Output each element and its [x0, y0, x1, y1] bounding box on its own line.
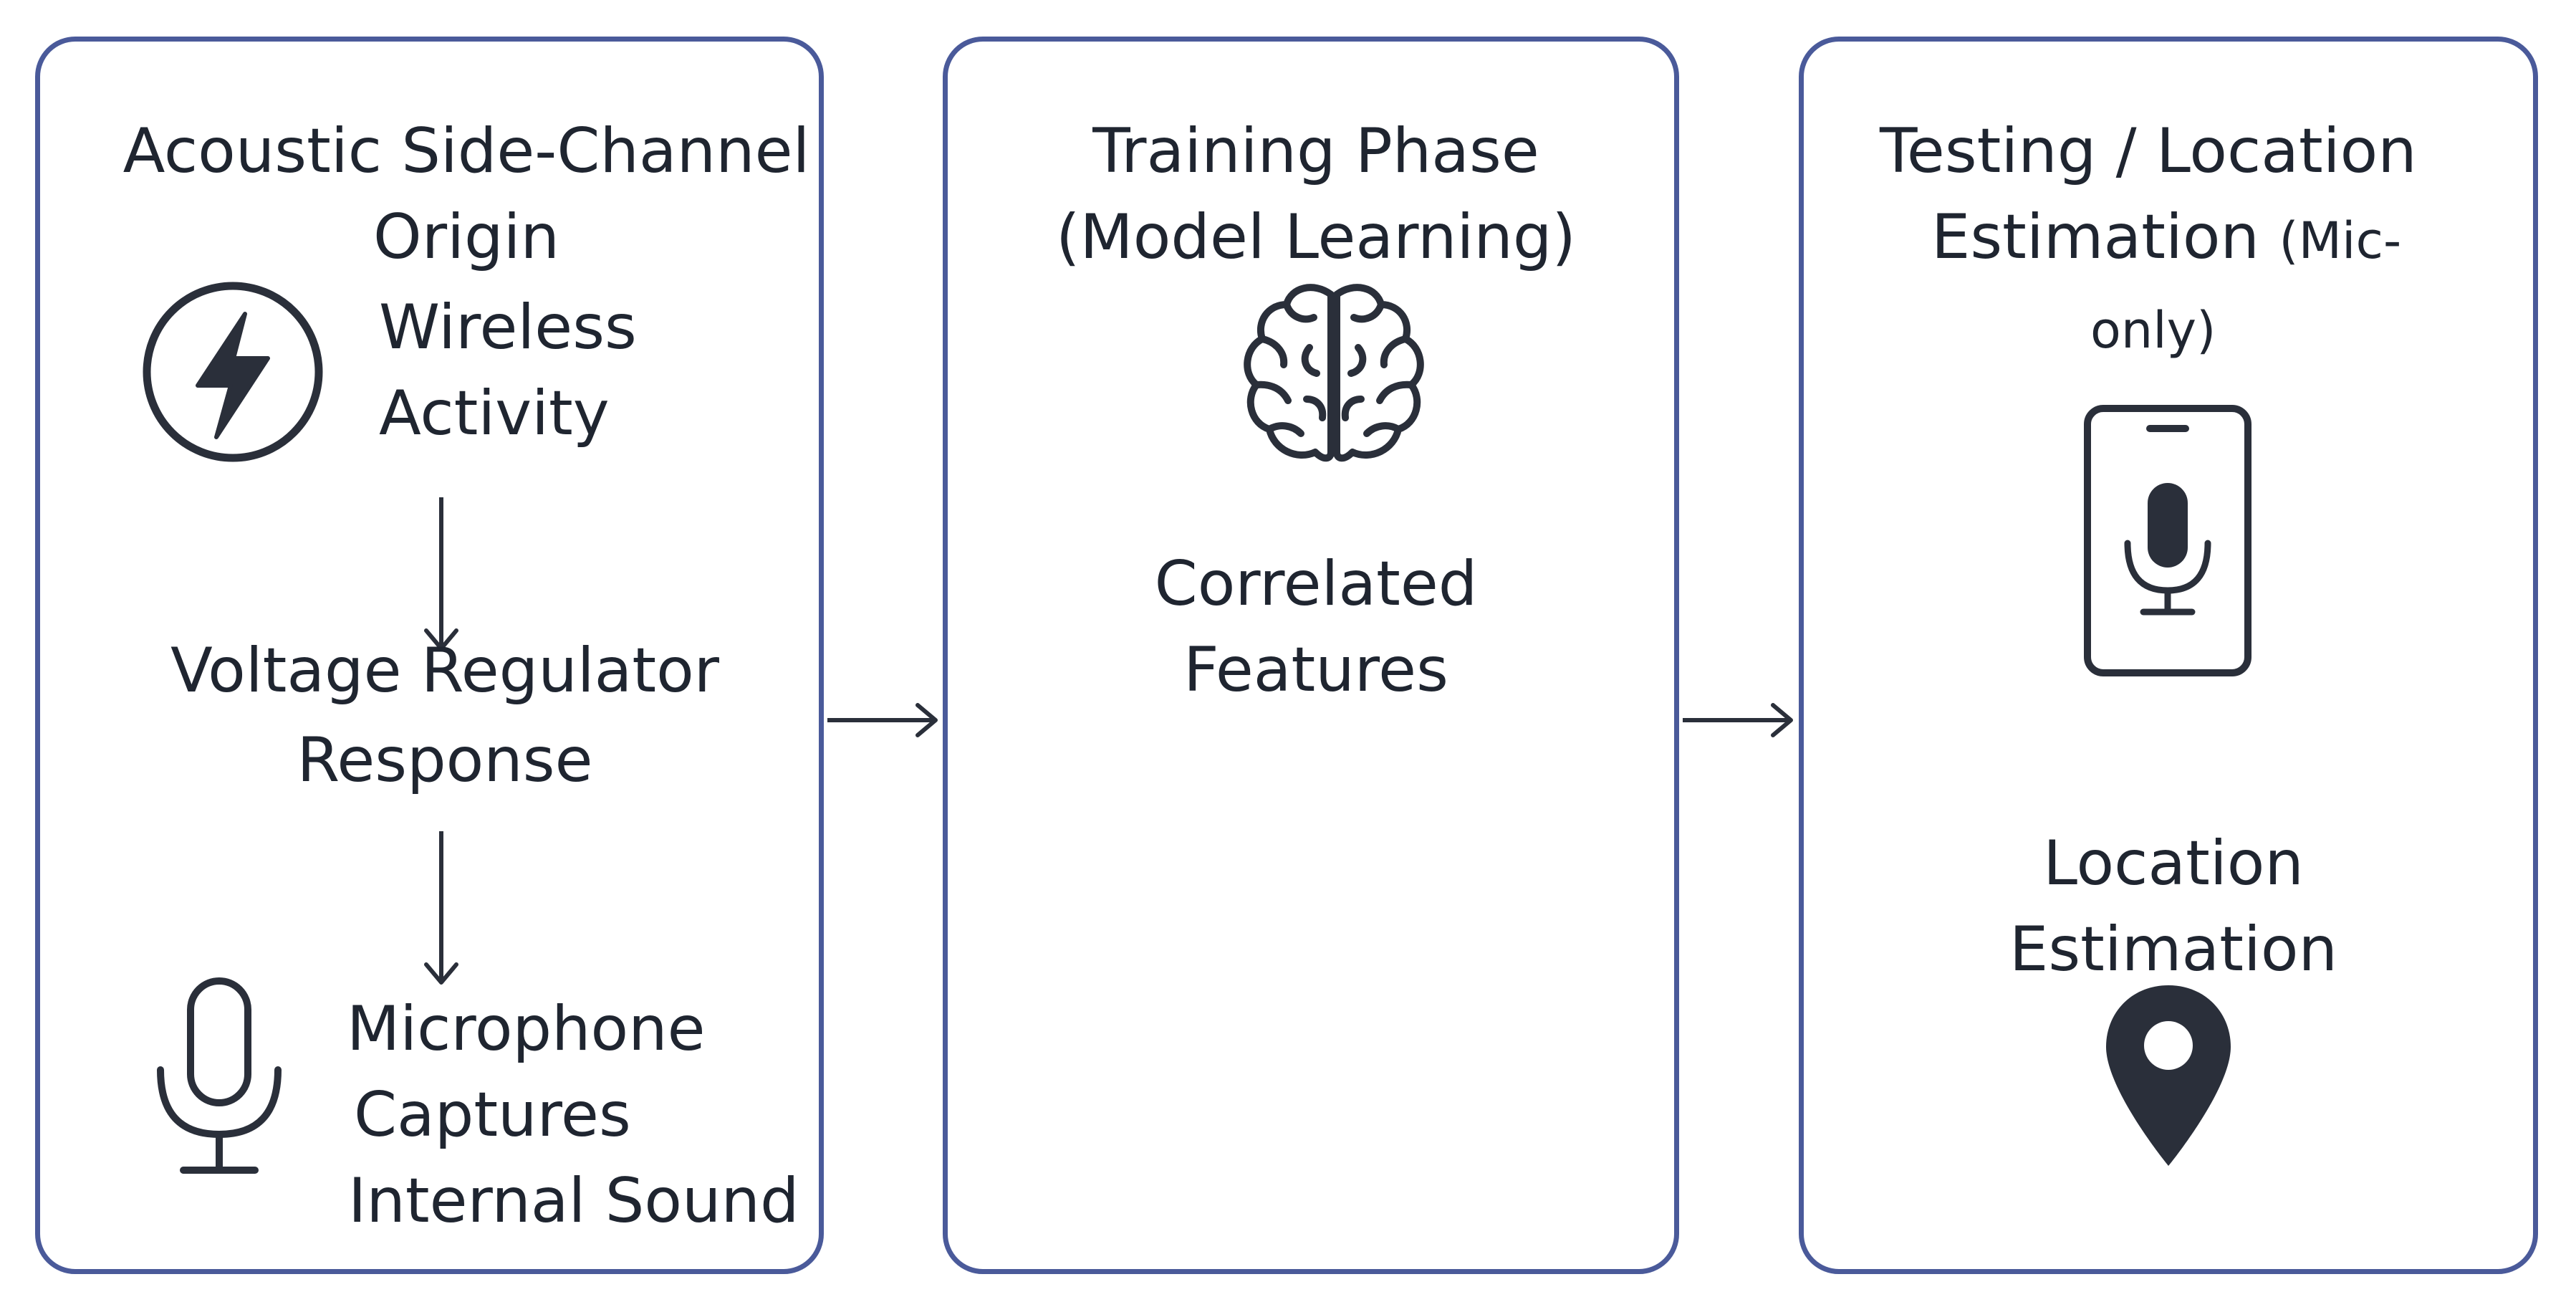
testing-title-line2: Estimation (Mic-	[1931, 194, 2401, 284]
microphone-icon	[155, 977, 284, 1177]
arrow-down-2	[423, 831, 459, 987]
training-title-line1: Training Phase	[1092, 115, 1539, 187]
training-label-line1: Correlated	[1154, 548, 1478, 620]
testing-title-line1: Testing / Location	[1880, 115, 2417, 187]
step-mic-line1: Microphone	[347, 993, 706, 1065]
testing-title-line3: only)	[2090, 301, 2216, 360]
location-pin-icon	[2103, 982, 2234, 1169]
step-voltage-line1: Voltage Regulator	[170, 635, 720, 707]
smartphone-microphone-icon	[2082, 403, 2254, 679]
training-title-line2: (Model Learning)	[1055, 201, 1576, 273]
testing-title-line2-main: Estimation	[1931, 201, 2259, 273]
testing-label-line1: Location	[2043, 828, 2304, 899]
origin-title-line1: Acoustic Side-Channel	[122, 115, 810, 187]
arrow-right-1	[827, 702, 942, 738]
testing-panel: Testing / Location Estimation (Mic- only…	[1799, 37, 2538, 1274]
arrow-down-1	[423, 497, 459, 653]
testing-title-line2-suffix: (Mic-	[2279, 211, 2402, 270]
step-voltage-line2: Response	[297, 724, 593, 796]
testing-label-line2: Estimation	[2009, 914, 2337, 985]
step-wireless-line1: Wireless	[379, 292, 637, 363]
arrow-right-2	[1683, 702, 1797, 738]
step-mic-line3: Internal Sound	[348, 1165, 799, 1237]
training-label-line2: Features	[1183, 634, 1448, 706]
step-wireless-line2: Activity	[379, 378, 610, 449]
origin-title-line2: Origin	[373, 201, 559, 273]
origin-panel: Acoustic Side-Channel Origin Wireless Ac…	[35, 37, 824, 1274]
step-mic-line2: Captures	[354, 1079, 631, 1151]
training-panel: Training Phase (Model Learning) Correlat…	[943, 37, 1679, 1274]
brain-icon	[1235, 277, 1433, 471]
lightning-icon	[139, 278, 327, 466]
